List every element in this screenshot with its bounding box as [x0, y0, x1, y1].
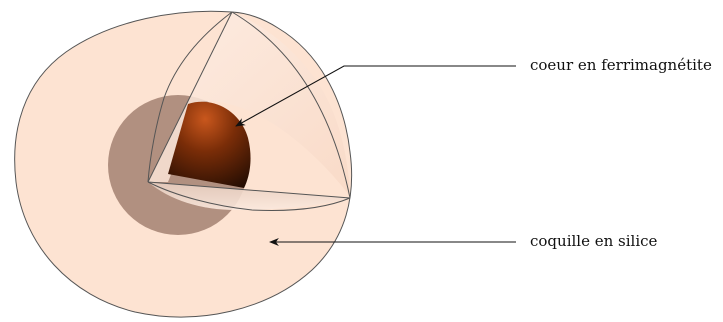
core-arrow — [235, 65, 516, 127]
core-label: coeur en ferrimagnétite — [530, 56, 712, 74]
magnetite-core — [168, 101, 251, 188]
cutaway-upper-face — [148, 12, 350, 196]
cutaway-lower-face — [148, 182, 350, 210]
annotation-arrows — [235, 65, 516, 246]
shell-label: coquille en silice — [530, 232, 658, 250]
cutaway-edges — [147, 11, 351, 211]
